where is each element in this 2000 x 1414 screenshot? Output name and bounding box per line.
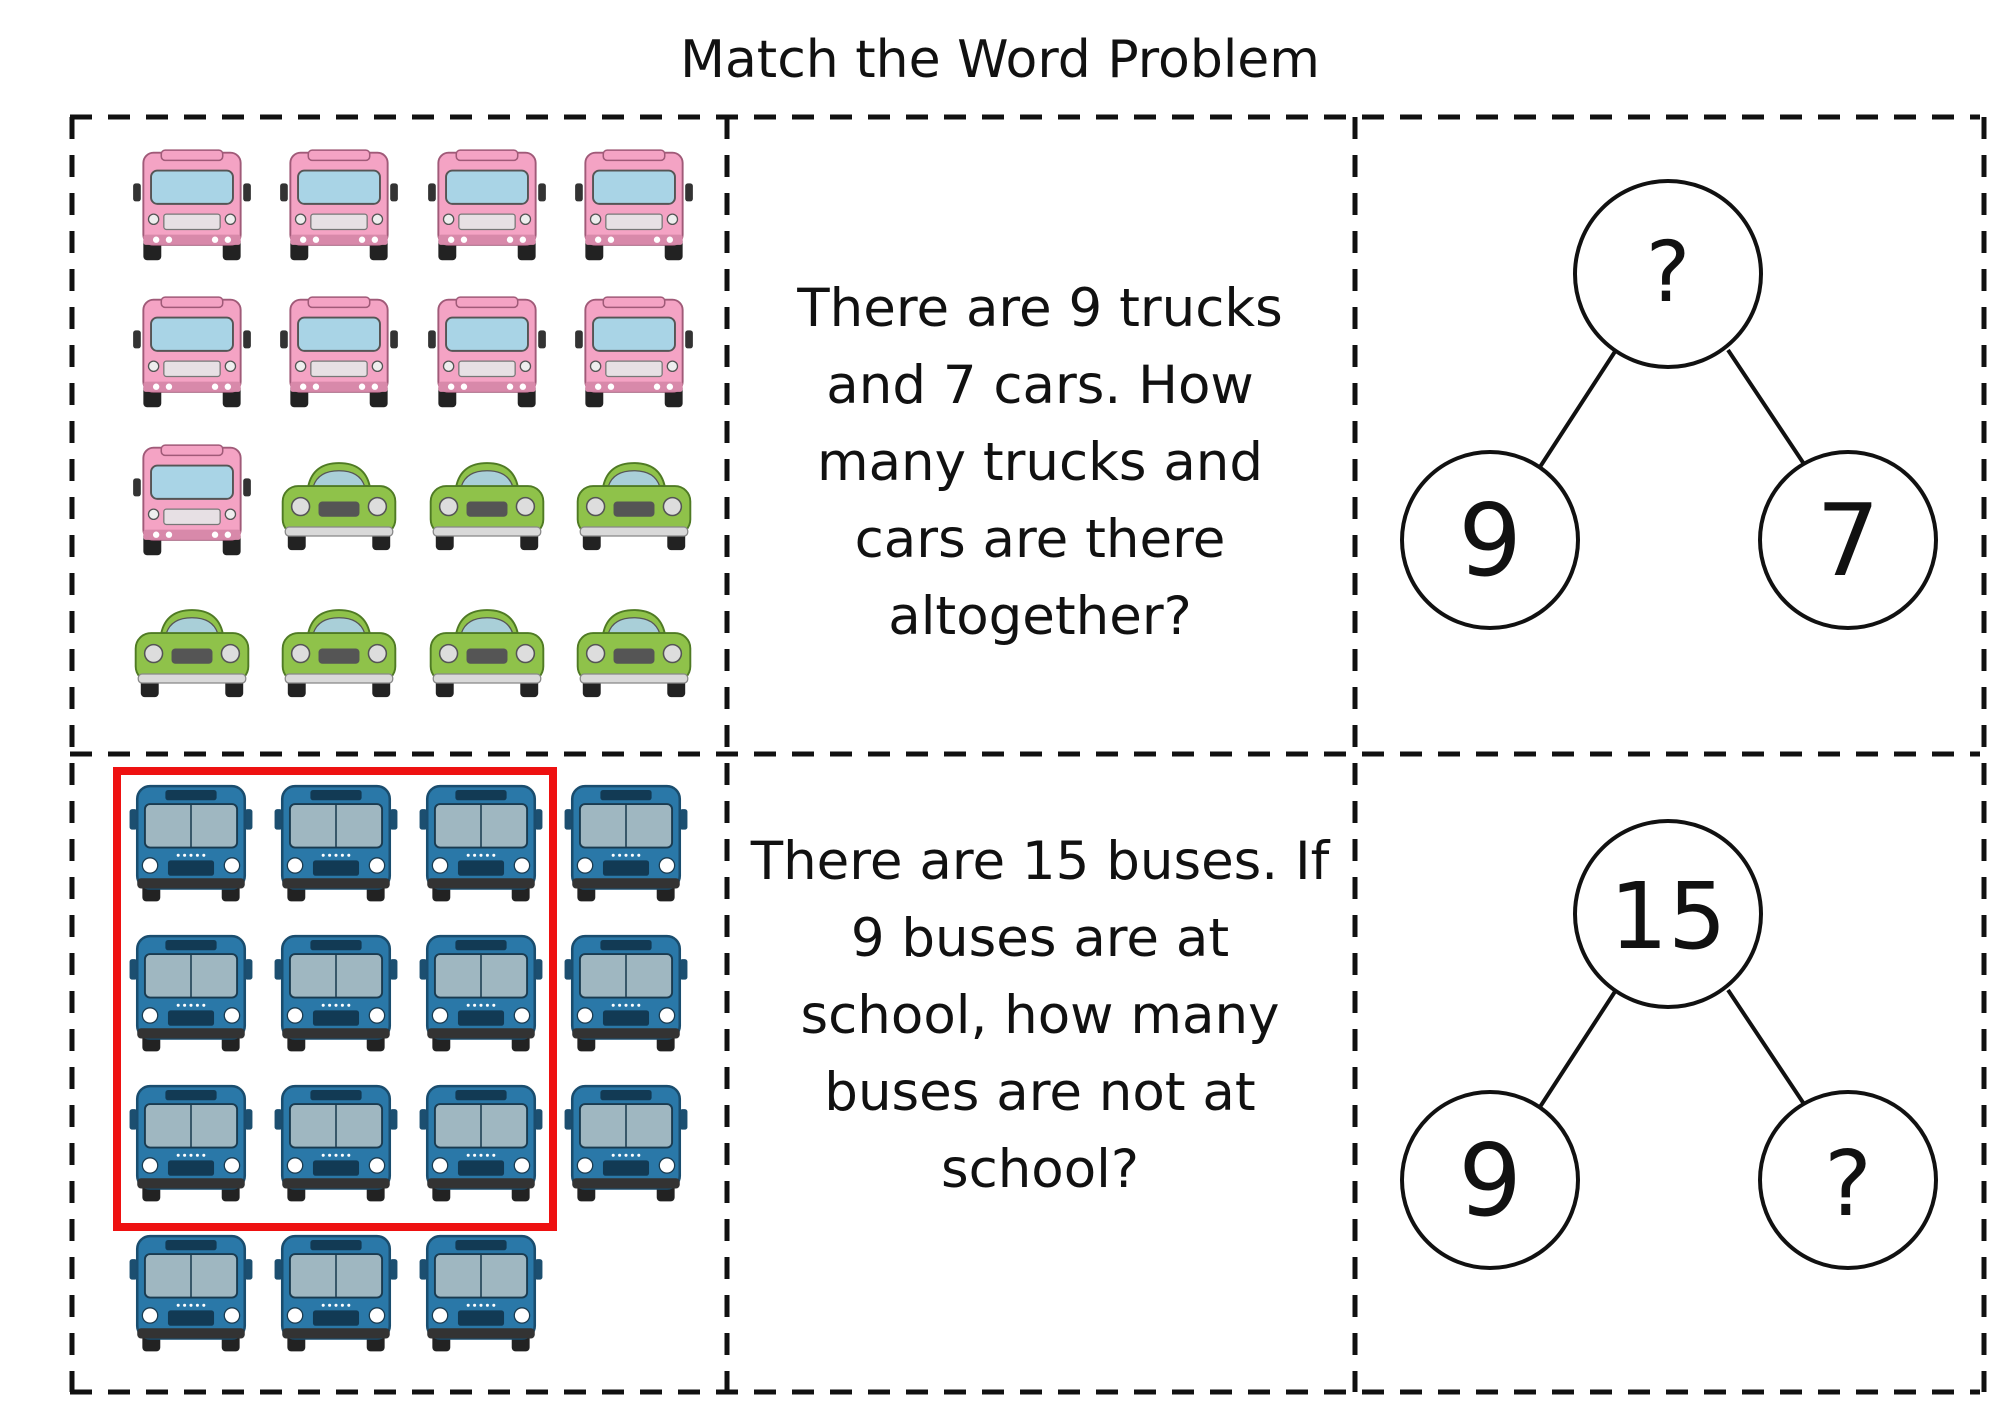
car-icon xyxy=(281,461,397,550)
worksheet-title: Match the Word Problem xyxy=(680,30,1320,90)
problem-line: school, how many xyxy=(800,985,1280,1046)
problem-line: cars are there xyxy=(854,509,1226,570)
problem-line: There are 15 buses. If xyxy=(750,831,1330,892)
problem-line: school? xyxy=(940,1139,1140,1200)
number-bond: ? 9 7 xyxy=(1400,179,1938,630)
part-right-value: 7 xyxy=(1816,482,1880,599)
bus-icon xyxy=(419,1234,542,1352)
bus-icon xyxy=(274,1234,397,1352)
bus-icon xyxy=(274,934,397,1052)
part-right-circle xyxy=(1758,1090,1938,1270)
number-bond: 15 9 ? xyxy=(1400,819,1938,1270)
bus-icon xyxy=(564,784,687,902)
whole-circle xyxy=(1573,819,1763,1009)
truck-icon xyxy=(132,296,251,408)
whole-value: 15 xyxy=(1609,863,1726,970)
part-right-circle xyxy=(1758,450,1938,630)
problem-line: and 7 cars. How xyxy=(826,355,1254,416)
bus-icon xyxy=(129,1234,252,1352)
problem-line: There are 9 trucks xyxy=(797,278,1283,339)
bus-icon xyxy=(274,1084,397,1202)
bus-icon xyxy=(274,784,397,902)
bus-icon xyxy=(419,1084,542,1202)
whole-value: ? xyxy=(1646,223,1691,321)
problem-line: buses are not at xyxy=(824,1062,1256,1123)
car-icon xyxy=(576,461,692,550)
car-icon xyxy=(429,461,545,550)
truck-icon xyxy=(575,149,694,260)
vehicle-picture-group xyxy=(118,135,708,725)
bus-icon xyxy=(129,784,252,902)
truck-icon xyxy=(427,296,546,408)
truck-icon xyxy=(280,296,399,408)
bus-icon xyxy=(419,934,542,1052)
problem-line: altogether? xyxy=(888,586,1192,647)
truck-icon xyxy=(427,149,546,260)
bus-icon xyxy=(129,1084,252,1202)
bus-icon xyxy=(419,784,542,902)
truck-icon xyxy=(280,149,399,260)
car-icon xyxy=(576,609,692,698)
bus-icon xyxy=(564,1084,687,1202)
word-problem-text: There are 9 trucks and 7 cars. How many … xyxy=(735,270,1345,655)
part-left-value: 9 xyxy=(1458,1122,1522,1239)
truck-icon xyxy=(132,149,251,260)
part-left-circle xyxy=(1400,1090,1580,1270)
problem-line: 9 buses are at xyxy=(850,908,1230,969)
group-highlight-box xyxy=(113,767,557,1231)
bus-icon xyxy=(129,934,252,1052)
truck-icon xyxy=(132,444,251,555)
part-left-value: 9 xyxy=(1458,482,1522,599)
vehicle-picture-group xyxy=(118,770,698,1370)
truck-icon xyxy=(575,296,694,408)
bus-icon xyxy=(564,934,687,1052)
whole-circle xyxy=(1573,179,1763,369)
car-icon xyxy=(134,609,250,698)
part-right-value: ? xyxy=(1824,1132,1872,1237)
car-icon xyxy=(281,609,397,698)
part-left-circle xyxy=(1400,450,1580,630)
car-icon xyxy=(429,609,545,698)
problem-line: many trucks and xyxy=(816,432,1264,493)
word-problem-text: There are 15 buses. If 9 buses are at sc… xyxy=(735,823,1345,1208)
